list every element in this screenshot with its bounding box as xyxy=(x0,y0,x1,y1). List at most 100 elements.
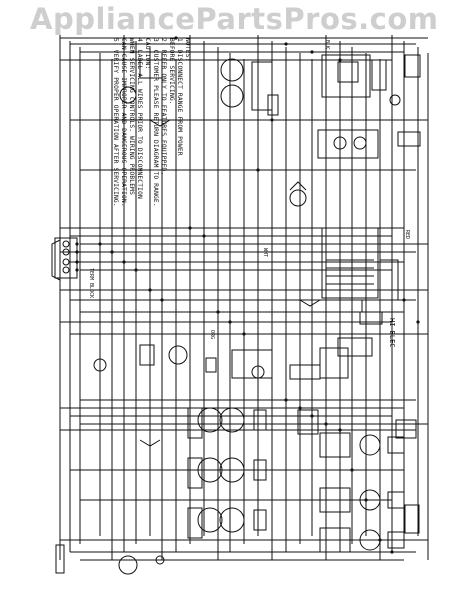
component-circle xyxy=(219,407,245,433)
component-box xyxy=(253,509,267,531)
component-box xyxy=(139,344,155,366)
junction-dot xyxy=(188,226,192,230)
wire xyxy=(149,119,171,127)
component-circle xyxy=(197,407,223,433)
component-circle xyxy=(251,365,265,379)
junction-dot xyxy=(202,234,206,238)
junction-dot xyxy=(174,36,178,40)
wire-label-red: RED xyxy=(404,230,410,240)
junction-dot xyxy=(242,332,246,336)
component-circle xyxy=(220,58,244,82)
component-circle xyxy=(359,434,381,456)
component-box xyxy=(55,544,65,574)
component-box xyxy=(387,436,405,454)
component-box xyxy=(387,531,405,549)
note-line: 2. REFER ONLY TO FEATURES EQUIPPED. xyxy=(160,38,167,176)
component-circle xyxy=(62,240,70,248)
junction-dot xyxy=(256,168,260,172)
junction-dot xyxy=(98,242,102,246)
component-box xyxy=(404,54,421,78)
junction-dot xyxy=(148,288,152,292)
component-box xyxy=(251,61,273,111)
junction-dot xyxy=(75,250,79,254)
wire xyxy=(51,239,61,281)
component-box xyxy=(337,61,359,83)
junction-dot xyxy=(310,50,314,54)
component-box xyxy=(395,419,417,439)
note-line: BEFORE SERVICING. xyxy=(168,38,175,105)
note-line: WHEN SERVICING CONTROLS. WIRING PROBLEMS xyxy=(128,38,135,196)
junction-dot xyxy=(378,538,382,542)
component-circle xyxy=(93,358,107,372)
component-circle xyxy=(219,457,245,483)
component-box xyxy=(339,299,363,313)
component-circle xyxy=(197,457,223,483)
component-circle xyxy=(168,345,188,365)
junction-dot xyxy=(338,58,342,62)
junction-dot xyxy=(110,250,114,254)
note-line: 5. VERIFY PROPER OPERATION AFTER SERVICI… xyxy=(112,38,119,207)
component-box xyxy=(371,59,387,91)
wire xyxy=(289,181,307,191)
term-block-label: TERM BLOCK xyxy=(88,268,94,299)
junction-dot xyxy=(284,398,288,402)
component-box xyxy=(319,527,351,553)
component-circle xyxy=(353,136,367,150)
component-circle xyxy=(62,266,70,274)
component-box xyxy=(321,54,371,98)
component-box xyxy=(359,311,383,325)
component-box xyxy=(205,357,217,373)
junction-dot xyxy=(75,242,79,246)
junction-dot xyxy=(310,414,314,418)
component-circle xyxy=(62,258,70,266)
component-box xyxy=(139,59,163,79)
component-box xyxy=(267,94,279,116)
junction-dot xyxy=(284,42,288,46)
wire-label-wht: WHT xyxy=(262,248,268,258)
junction-dot xyxy=(75,268,79,272)
component-circle xyxy=(333,136,347,150)
component-circle xyxy=(62,248,70,256)
notes-heading: NOTES: xyxy=(184,38,191,62)
component-box xyxy=(289,364,321,380)
component-circle xyxy=(359,489,381,511)
component-box xyxy=(319,487,351,513)
note-line: CAUTION: xyxy=(144,38,151,70)
wire-label-blk: BLK xyxy=(324,40,330,50)
notes-block: NOTES: 1. DISCONNECT RANGE FROM POWER BE… xyxy=(112,38,191,228)
junction-dot xyxy=(298,406,302,410)
component-box xyxy=(187,457,203,489)
component-box xyxy=(387,491,405,509)
junction-dot xyxy=(228,320,232,324)
component-box xyxy=(253,409,267,431)
component-box xyxy=(337,337,373,357)
junction-dot xyxy=(338,428,342,432)
hi-elec-label: HI ELEC xyxy=(388,318,396,348)
component-box xyxy=(253,459,267,481)
component-box xyxy=(231,349,273,379)
component-box xyxy=(379,259,399,301)
junction-dot xyxy=(270,118,274,122)
note-line: CAN CAUSE IMPROPER AND DANGEROUS OPERATI… xyxy=(120,38,127,207)
junction-dot xyxy=(122,260,126,264)
watermark-text: AppliancePartsPros.com xyxy=(30,2,439,36)
component-box xyxy=(297,409,319,435)
component-box xyxy=(54,237,78,279)
component-box xyxy=(397,131,421,147)
junction-dot xyxy=(350,468,354,472)
component-circle xyxy=(197,507,223,533)
component-circle xyxy=(220,84,244,108)
junction-dot xyxy=(75,260,79,264)
component-circle xyxy=(219,507,245,533)
component-box xyxy=(187,407,203,439)
junction-dot xyxy=(160,298,164,302)
note-line: 3. CUSTOMER PLEASE RETURN DIAGRAM TO RAN… xyxy=(152,38,159,207)
wire-label-org: ORG xyxy=(209,330,215,340)
component-circle xyxy=(389,94,401,106)
junction-dot xyxy=(216,310,220,314)
wire xyxy=(139,439,161,447)
component-circle xyxy=(155,555,165,565)
junction-dot xyxy=(402,298,406,302)
